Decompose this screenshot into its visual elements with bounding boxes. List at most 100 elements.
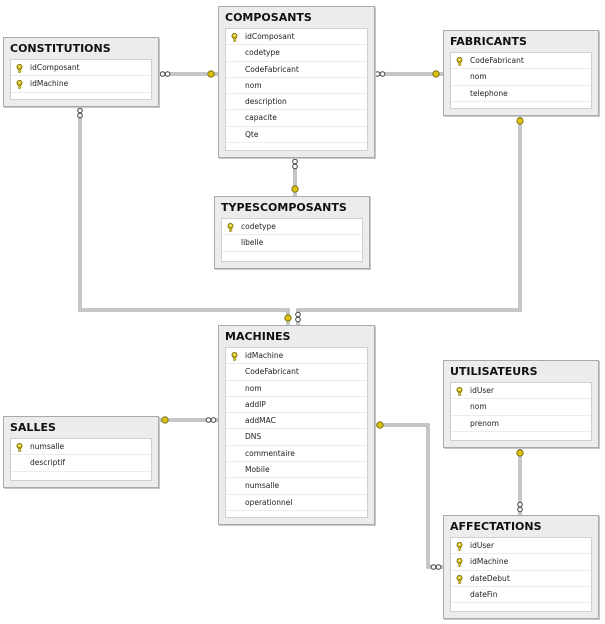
one-end-key-icon xyxy=(516,117,524,125)
field-name: Mobile xyxy=(245,465,270,475)
field-name: dateDebut xyxy=(470,573,510,583)
field-row[interactable]: idUser xyxy=(451,383,591,400)
key-icon xyxy=(455,557,464,568)
field-row[interactable]: libelle xyxy=(222,235,362,252)
field-row[interactable]: dateDebut xyxy=(451,571,591,587)
field-row[interactable]: codetype xyxy=(222,219,362,236)
field-row[interactable]: Qte xyxy=(226,127,367,144)
field-name: descriptif xyxy=(30,458,65,468)
many-end-icon xyxy=(517,501,523,513)
field-row[interactable]: idMachine xyxy=(451,554,591,571)
field-name: CodeFabricant xyxy=(245,367,299,377)
relationship-line-affectations-machines xyxy=(373,423,443,569)
field-row[interactable]: numsalle xyxy=(226,478,367,495)
field-row[interactable]: nom xyxy=(226,381,367,397)
field-name: idMachine xyxy=(245,351,284,360)
field-row[interactable]: idMachine xyxy=(11,76,151,93)
many-end-icon xyxy=(430,564,442,570)
field-row[interactable]: nom xyxy=(451,69,591,86)
one-end-key-icon xyxy=(432,70,440,78)
field-row[interactable]: CodeFabricant xyxy=(226,62,367,78)
table-typescomposants[interactable]: TYPESCOMPOSANTS codetype libelle xyxy=(214,196,370,269)
field-name: numsalle xyxy=(30,442,65,451)
field-row[interactable]: capacite xyxy=(226,110,367,127)
many-end-icon xyxy=(77,107,83,119)
many-end-icon xyxy=(159,71,171,77)
table-fabricants[interactable]: FABRICANTS CodeFabricant nom telephone xyxy=(443,30,599,116)
field-name: dateFin xyxy=(470,589,498,599)
field-row[interactable]: nom xyxy=(451,399,591,416)
field-row[interactable]: descriptif xyxy=(11,455,151,472)
key-icon xyxy=(230,351,239,361)
table-title: MACHINES xyxy=(225,330,291,343)
table-salles[interactable]: SALLES numsalle descriptif xyxy=(3,416,159,488)
field-name: codetype xyxy=(241,222,276,231)
field-row[interactable]: description xyxy=(226,94,367,111)
field-row[interactable]: idComposant xyxy=(11,60,151,77)
field-row[interactable]: idMachine xyxy=(226,348,367,365)
field-list: CodeFabricant nom telephone xyxy=(450,52,592,109)
field-row[interactable]: telephone xyxy=(451,86,591,102)
one-end-key-icon xyxy=(376,421,384,429)
field-row[interactable]: operationnel xyxy=(226,495,367,511)
key-icon xyxy=(15,442,24,452)
table-title: FABRICANTS xyxy=(450,35,527,48)
field-name: numsalle xyxy=(245,481,280,491)
field-row[interactable]: dateFin xyxy=(451,587,591,604)
field-row[interactable]: addIP xyxy=(226,397,367,414)
one-end-key-icon xyxy=(207,70,215,78)
field-row[interactable]: nom xyxy=(226,78,367,95)
table-title: CONSTITUTIONS xyxy=(10,42,111,55)
field-row[interactable]: commentaire xyxy=(226,446,367,463)
field-row[interactable]: prenom xyxy=(451,416,591,432)
table-title: COMPOSANTS xyxy=(225,11,312,24)
table-title: TYPESCOMPOSANTS xyxy=(221,201,347,214)
field-row[interactable]: CodeFabricant xyxy=(226,364,367,381)
relationship-line-inner xyxy=(373,424,443,568)
one-end-key-icon xyxy=(161,416,169,424)
field-name: nom xyxy=(470,402,487,412)
field-name: telephone xyxy=(470,88,508,98)
field-name: nom xyxy=(245,383,262,393)
one-end-key-icon xyxy=(516,449,524,457)
field-row[interactable]: idComposant xyxy=(226,29,367,46)
field-name: CodeFabricant xyxy=(470,56,524,65)
field-list: idUser idMachine dateDebut dateFin xyxy=(450,537,592,612)
field-row[interactable]: codetype xyxy=(226,45,367,62)
field-name: capacite xyxy=(245,113,277,123)
field-name: idMachine xyxy=(470,557,509,567)
field-row[interactable]: numsalle xyxy=(11,439,151,456)
key-icon xyxy=(455,56,464,66)
field-row[interactable]: addMAC xyxy=(226,413,367,430)
field-name: libelle xyxy=(241,238,264,248)
field-row[interactable]: CodeFabricant xyxy=(451,53,591,70)
key-icon xyxy=(15,63,24,73)
field-name: CodeFabricant xyxy=(245,64,299,74)
field-row[interactable]: Mobile xyxy=(226,462,367,479)
key-icon xyxy=(15,79,24,90)
field-list: idUser nom prenom xyxy=(450,382,592,441)
field-name: commentaire xyxy=(245,448,295,458)
field-name: idComposant xyxy=(30,63,80,72)
field-name: idUser xyxy=(470,386,494,395)
key-icon xyxy=(455,541,464,551)
field-list: codetype libelle xyxy=(221,218,363,262)
field-name: nom xyxy=(245,80,262,90)
field-name: addMAC xyxy=(245,416,276,426)
field-list: idComposant idMachine xyxy=(10,59,152,100)
one-end-key-icon xyxy=(284,314,292,322)
field-name: idComposant xyxy=(245,32,295,41)
field-row[interactable]: DNS xyxy=(226,429,367,446)
field-row[interactable]: idUser xyxy=(451,538,591,555)
many-end-icon xyxy=(205,417,217,423)
table-title: SALLES xyxy=(10,421,56,434)
table-constitutions[interactable]: CONSTITUTIONS idComposant idMachine xyxy=(3,37,159,107)
